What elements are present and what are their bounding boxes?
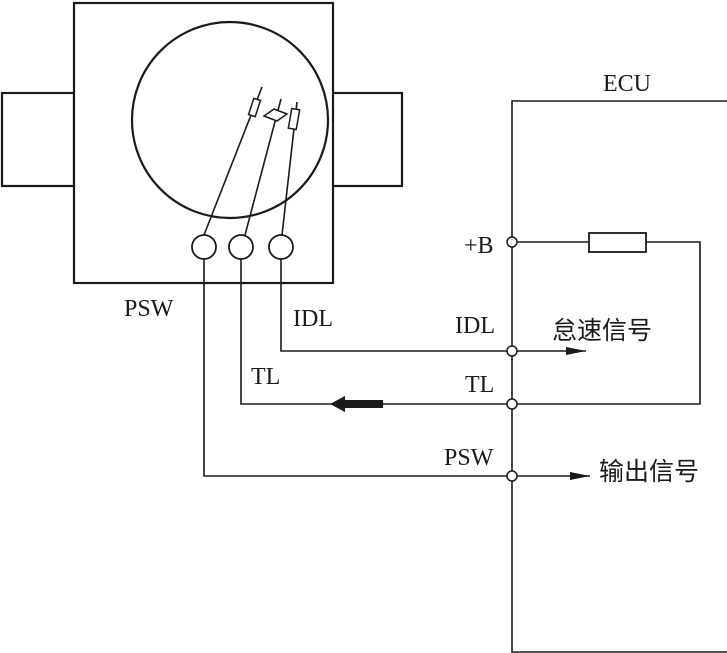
psw-sensor-label: PSW xyxy=(124,296,174,322)
ecu-unit xyxy=(506,100,727,653)
ecu-box-outline xyxy=(511,100,727,653)
throttle-position-sensor xyxy=(0,1,404,285)
tl-wire xyxy=(240,259,512,405)
switch-contact-mechanism xyxy=(203,86,301,236)
idle-signal-label: 怠速信号 xyxy=(552,316,652,345)
ecu-label: ECU xyxy=(603,71,651,97)
tl-node xyxy=(506,398,518,410)
tl-current-direction-arrow xyxy=(330,396,383,412)
idl-sensor-label: IDL xyxy=(293,306,333,332)
idl-node xyxy=(506,345,518,357)
psw-contact-point xyxy=(247,97,262,118)
psw-node xyxy=(506,470,518,482)
labels: ECU PSW IDL TL +B IDL TL PSW 怠速信号 输出信号 xyxy=(124,71,699,486)
tl-contact-arm xyxy=(244,98,282,236)
idl-contact-point xyxy=(287,107,301,131)
sensor-left-mount-tab xyxy=(0,91,76,188)
plus-b-label: +B xyxy=(464,233,494,259)
psw-terminal xyxy=(191,234,217,260)
sensor-right-mount-tab xyxy=(330,91,404,188)
pull-up-resistor xyxy=(588,232,647,253)
idl-wire xyxy=(280,259,512,352)
psw-ecu-label: PSW xyxy=(444,445,494,471)
tl-terminal xyxy=(228,234,254,260)
tl-sensor-label: TL xyxy=(251,364,280,390)
wiring xyxy=(203,259,512,477)
plus-b-node xyxy=(506,236,518,248)
idl-ecu-label: IDL xyxy=(455,313,495,339)
psw-wire xyxy=(203,259,512,477)
plus-b-to-tl-wire xyxy=(512,241,701,405)
sensor-rotor-circle xyxy=(130,20,330,220)
cam-contact-piece xyxy=(262,108,289,122)
tl-ecu-label: TL xyxy=(465,372,494,398)
output-signal-label: 输出信号 xyxy=(599,457,699,486)
idl-terminal xyxy=(268,234,294,260)
